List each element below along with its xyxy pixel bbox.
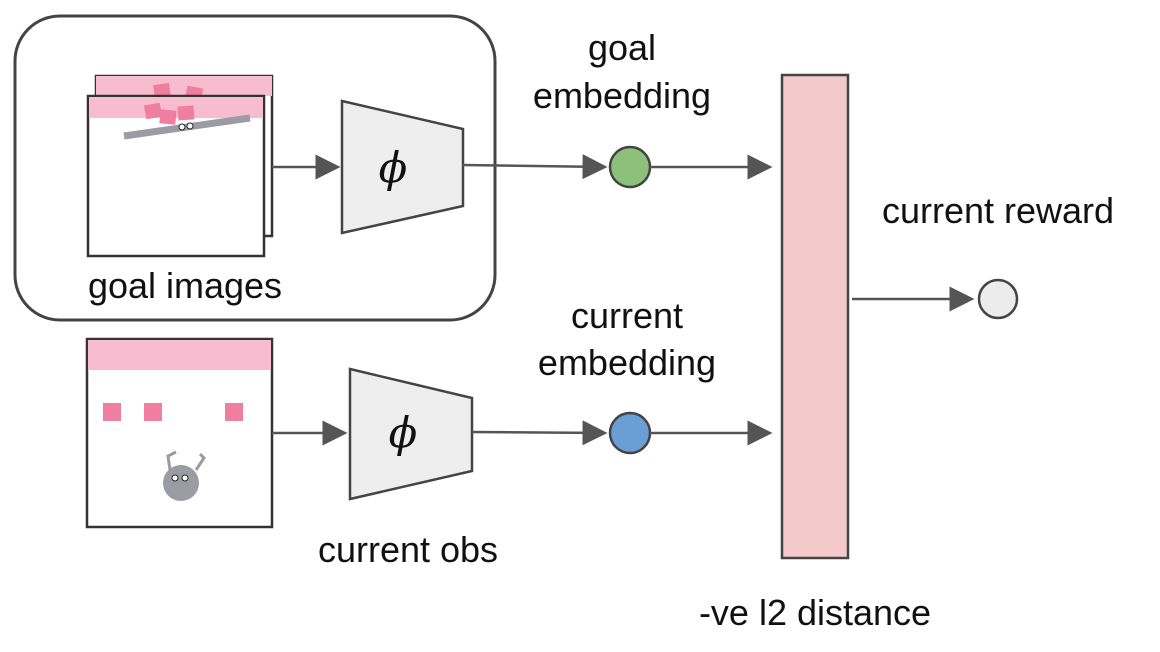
current-obs-label: current obs [318,529,498,570]
current-embedding-label-line1: current [571,295,683,336]
goal-embedding-label-line2: embedding [533,75,711,116]
goal-encoder-symbol: ϕ [379,143,408,192]
goal-images-group [13,14,497,322]
current-encoder [348,367,474,501]
goal-embedding-label-line1: goal [588,27,656,68]
distance-label: -ve l2 distance [699,592,931,633]
goal-embedding-node [608,145,652,189]
current-embedding-label-line2: embedding [538,342,716,383]
current-observation-frame-icon [85,337,274,529]
current-encoder-symbol: ϕ [389,408,418,457]
reward-node [977,278,1019,320]
distance-bar [780,73,850,560]
goal-encoder [340,99,465,235]
goal-encoder-output-arrow [462,154,608,180]
robot-icon [163,450,206,501]
current-reward-label: current reward [882,190,1114,231]
goal-images-label: goal images [88,265,282,306]
current-embedding-node [608,411,652,455]
goal-image-frames-icon [86,74,274,258]
current-encoder-output-arrow [471,420,608,446]
